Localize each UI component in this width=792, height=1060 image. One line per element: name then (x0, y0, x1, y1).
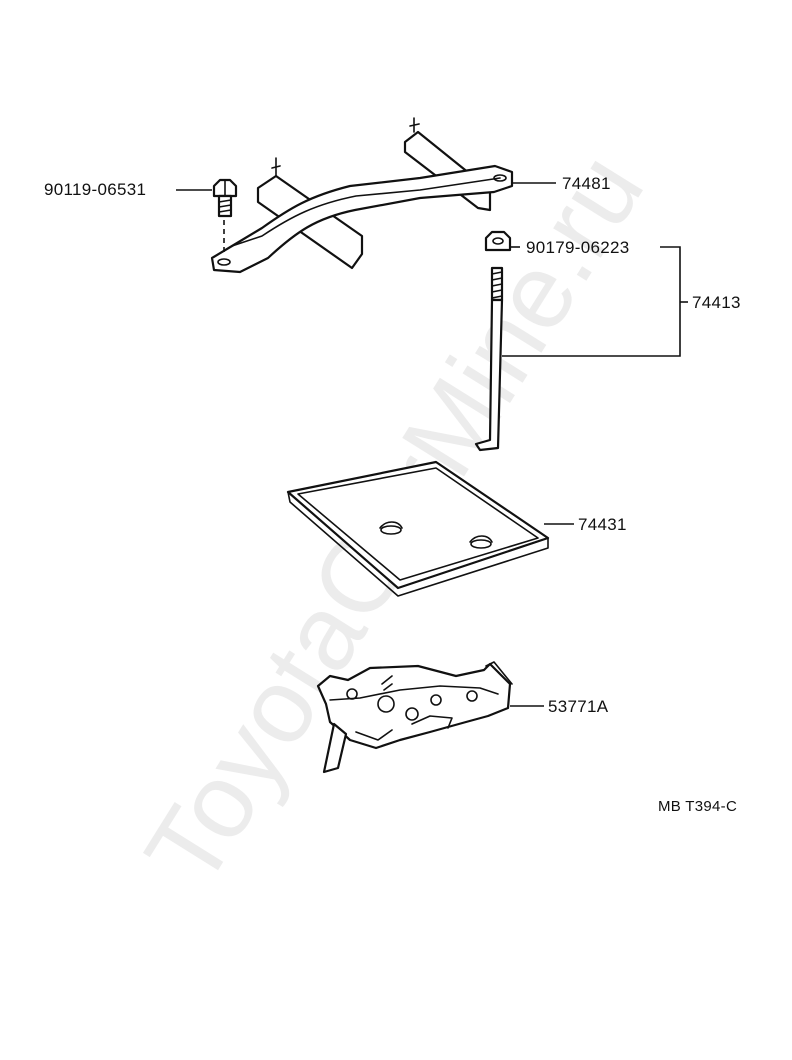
part-number-bolt: 90119-06531 (44, 180, 147, 199)
diagram-code: MB T394-C (658, 798, 738, 815)
part-number-tray: 74431 (578, 515, 627, 534)
part-number-clamp: 74481 (562, 174, 611, 193)
part-number-carrier: 53771A (548, 697, 609, 716)
leader-bracket (502, 246, 681, 357)
leader-lines (176, 182, 688, 707)
battery-tray-icon (286, 460, 550, 597)
carrier-bracket-icon (316, 661, 513, 774)
hook-rod-icon (474, 266, 504, 452)
part-number-nut: 90179-06223 (526, 238, 630, 257)
flange-bolt-icon (212, 178, 238, 254)
hex-nut-icon (484, 230, 512, 252)
battery-clamp-icon (210, 117, 514, 274)
part-number-rod-group: 74413 (692, 293, 741, 312)
